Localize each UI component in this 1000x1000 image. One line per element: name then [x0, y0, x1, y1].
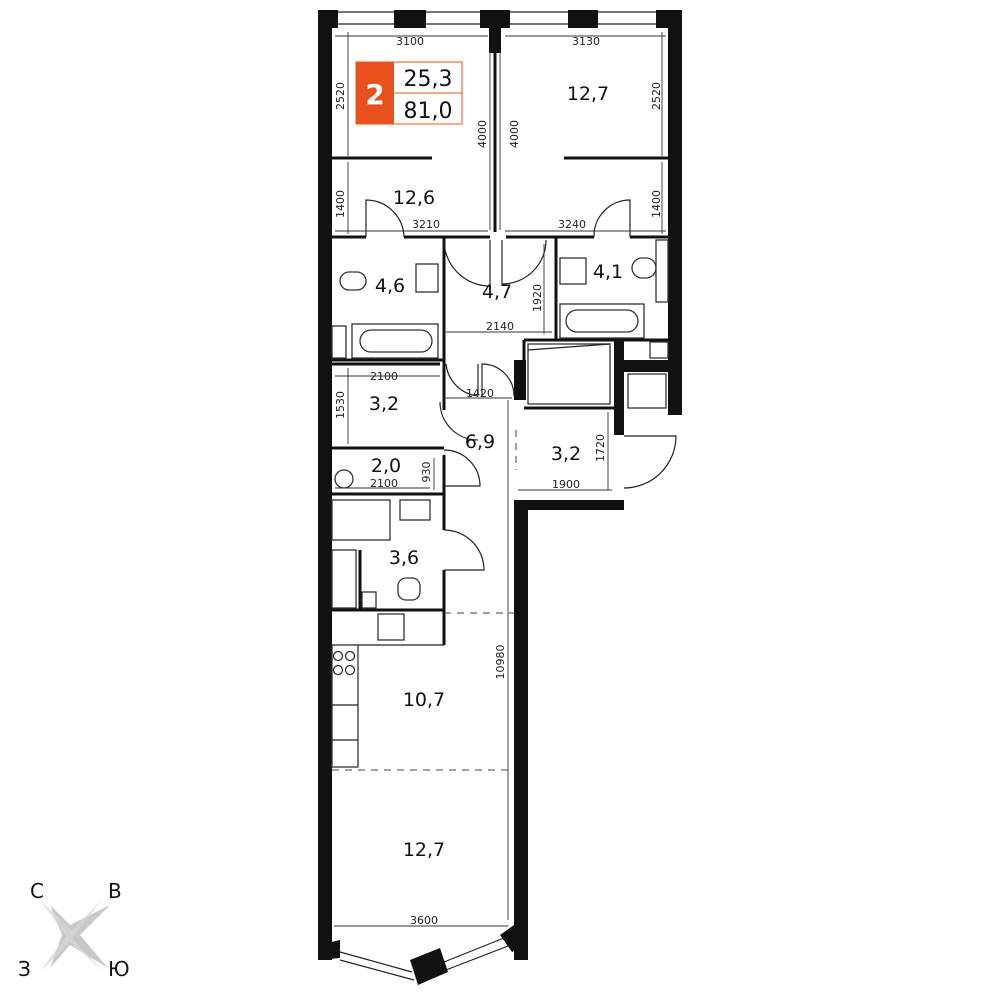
dim-right-wall-width: 3240	[558, 218, 586, 231]
compass-star-icon	[50, 905, 110, 968]
dim-top-right-width: 3130	[572, 35, 600, 48]
badge-total-area: 81,0	[404, 99, 453, 124]
room-labels: 12,6 12,7 4,6 4,7 4,1 3,2 6,9 3,2 2,0 3,…	[369, 83, 623, 861]
doors	[365, 199, 677, 571]
room-bedroom-right: 12,7	[567, 83, 609, 105]
badge-rooms-bg	[356, 62, 394, 124]
dim-apartment-length: 10980	[494, 645, 507, 680]
dim-left-room-height: 4000	[476, 120, 489, 148]
dim-left-wall-width: 3210	[412, 218, 440, 231]
fixtures	[331, 239, 669, 768]
dim-hall-height: 1920	[531, 284, 544, 312]
exterior-walls	[318, 10, 682, 985]
room-bedroom-left: 12,6	[393, 187, 435, 209]
room-storage: 3,2	[369, 393, 399, 415]
dim-hall-width: 2140	[486, 320, 514, 333]
compass-east: В	[108, 879, 122, 903]
dim-left-depth-upper: 2520	[334, 82, 347, 110]
room-closet: 3,2	[551, 443, 581, 465]
washer-icon	[334, 469, 354, 489]
room-kitchen: 10,7	[403, 689, 445, 711]
compass-south: Ю	[108, 957, 130, 981]
room-bath-right: 4,1	[593, 261, 623, 283]
room-living: 12,7	[403, 839, 445, 861]
room-laundry: 2,0	[371, 455, 401, 477]
dim-right-depth-lower: 1400	[650, 190, 663, 218]
dim-right-depth-upper: 2520	[650, 82, 663, 110]
dim-right-room-height: 4000	[508, 120, 521, 148]
room-bath-left: 4,6	[375, 275, 405, 297]
compass: С В З Ю	[18, 879, 130, 981]
dim-living-width: 3600	[410, 914, 438, 927]
sink-right	[559, 257, 587, 285]
sink-left	[415, 263, 439, 293]
dim-storage-height: 1530	[334, 391, 347, 419]
dim-left-depth-lower: 1400	[334, 190, 347, 218]
dim-top-left-width: 3100	[396, 35, 424, 48]
room-hall-upper: 4,7	[482, 281, 512, 303]
dim-door-width: 1420	[466, 387, 494, 400]
zone-dividers	[332, 612, 514, 771]
room-wc: 3,6	[389, 547, 419, 569]
dim-closet-height: 1720	[594, 434, 607, 462]
dimension-lines	[334, 32, 666, 927]
badge-living-area: 25,3	[404, 67, 453, 92]
badge-rooms: 2	[365, 78, 384, 111]
interior-walls	[332, 156, 670, 645]
compass-north: С	[30, 879, 44, 903]
area-badge: 2 25,3 81,0	[355, 61, 463, 125]
room-corridor: 6,9	[465, 431, 495, 453]
dim-laundry-height: 930	[420, 462, 433, 483]
dimension-labels: 3100 3130 2520 2520 4000 4000 1400 1400 …	[334, 35, 663, 927]
dim-closet-width: 1900	[552, 478, 580, 491]
dim-storage-width: 2100	[370, 370, 398, 383]
dim-laundry-width: 2100	[370, 477, 398, 490]
compass-west: З	[18, 957, 31, 981]
